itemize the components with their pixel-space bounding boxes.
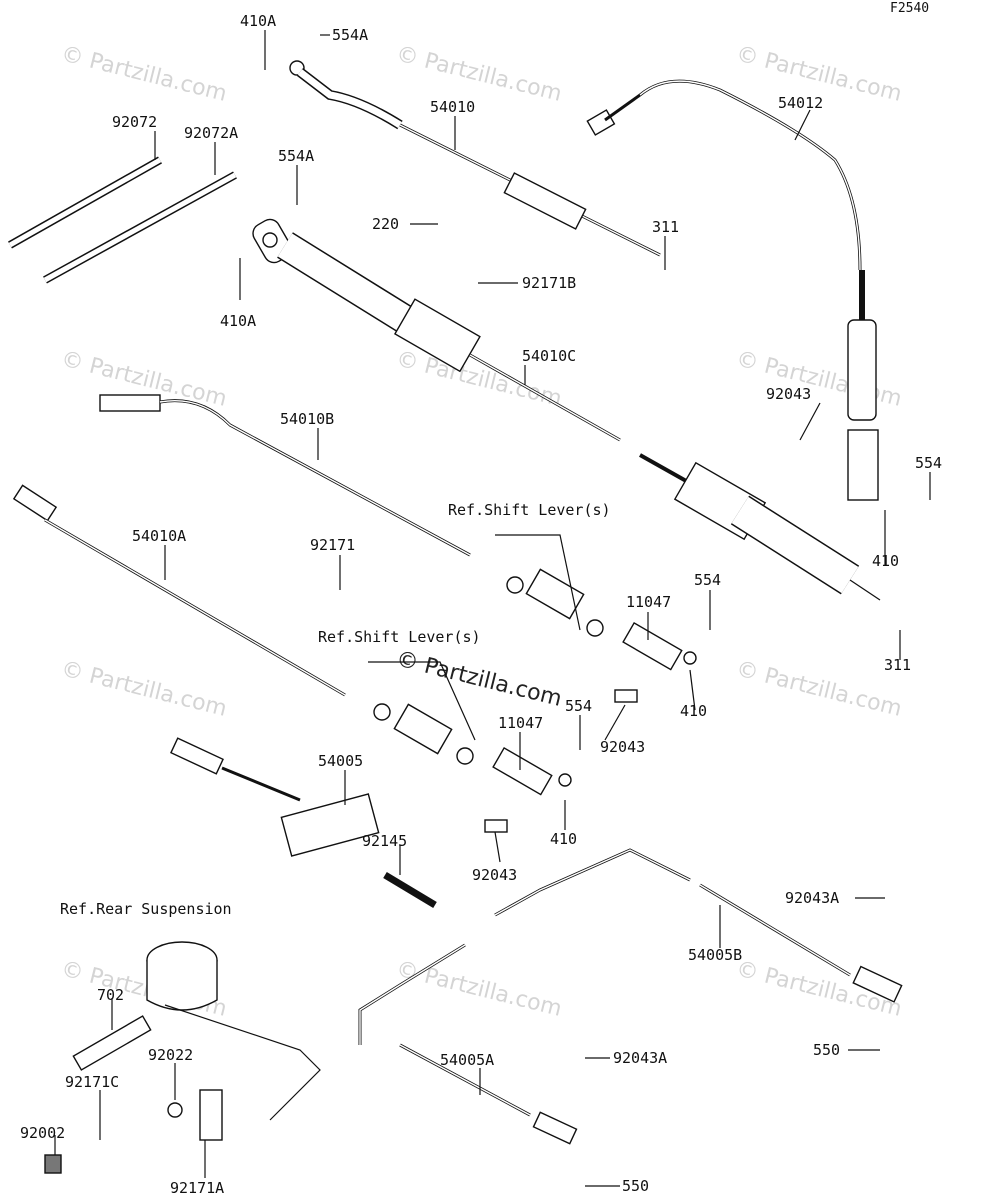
part-label-92171C: 92171C <box>65 1073 119 1091</box>
part-label-554A: 554A <box>332 26 368 44</box>
watermark: © Partzilla.com <box>734 347 905 412</box>
cable-54005A <box>358 943 578 1145</box>
watermark: © Partzilla.com <box>59 42 230 107</box>
shift-lever-mid-parts <box>373 703 572 833</box>
part-label-54005B: 54005B <box>688 946 742 964</box>
leader-lines <box>54 30 931 1187</box>
part-label-702: 702 <box>97 986 124 1004</box>
part-label-554: 554 <box>915 454 942 472</box>
part-label-92171: 92171 <box>310 536 355 554</box>
part-label-311: 311 <box>652 218 679 236</box>
ref-shift-lever-top: Ref.Shift Lever(s) <box>448 501 611 519</box>
part-label-554: 554 <box>565 697 592 715</box>
cable-54010B <box>99 394 471 557</box>
part-label-554A: 554A <box>278 147 314 165</box>
part-label-92072A: 92072A <box>184 124 238 142</box>
cable-54010A <box>12 484 346 697</box>
part-label-410: 410 <box>872 552 899 570</box>
part-label-54010A: 54010A <box>132 527 186 545</box>
part-label-54005: 54005 <box>318 752 363 770</box>
part-label-54012: 54012 <box>778 94 823 112</box>
part-label-410A: 410A <box>240 12 276 30</box>
diagram-code: F2540 <box>890 1 929 16</box>
part-label-92002: 92002 <box>20 1124 65 1142</box>
part-label-92043: 92043 <box>472 866 517 884</box>
part-label-92072: 92072 <box>112 113 157 131</box>
watermark: © Partzilla.com <box>394 957 565 1022</box>
part-label-410: 410 <box>550 830 577 848</box>
part-label-92043: 92043 <box>600 738 645 756</box>
part-label-11047: 11047 <box>498 714 543 732</box>
part-label-92043A: 92043A <box>785 889 839 907</box>
part-label-92022: 92022 <box>148 1046 193 1064</box>
part-label-54005A: 54005A <box>440 1051 494 1069</box>
cable-54010C <box>252 218 881 601</box>
block-54005 <box>170 737 437 909</box>
part-labels: 410A 554A 54010 92072 92072A 554A 220 31… <box>20 12 942 1197</box>
part-label-410: 410 <box>680 702 707 720</box>
part-label-554: 554 <box>694 571 721 589</box>
part-label-92043A: 92043A <box>613 1049 667 1067</box>
part-label-11047: 11047 <box>626 593 671 611</box>
part-label-54010: 54010 <box>430 98 475 116</box>
ref-rear-suspension: Ref.Rear Suspension <box>60 900 232 918</box>
shift-lever-top-parts <box>506 568 697 703</box>
cable-54010 <box>289 60 661 257</box>
part-label-92171B: 92171B <box>522 274 576 292</box>
ref-shift-lever-mid: Ref.Shift Lever(s) <box>318 628 481 646</box>
watermark: © Partzilla.com <box>734 657 905 722</box>
part-label-311: 311 <box>884 656 911 674</box>
part-label-92171A: 92171A <box>170 1179 224 1197</box>
part-label-92145: 92145 <box>362 832 407 850</box>
part-label-410A: 410A <box>220 312 256 330</box>
part-label-92043: 92043 <box>766 385 811 403</box>
center-watermark: © Partzilla.com <box>394 647 565 712</box>
part-label-550: 550 <box>813 1041 840 1059</box>
part-label-220: 220 <box>372 215 399 233</box>
rear-suspension <box>44 941 321 1174</box>
cable-54012 <box>586 79 879 501</box>
cable-54005B <box>494 848 903 1003</box>
part-label-54010B: 54010B <box>280 410 334 428</box>
cable-ties <box>8 156 237 284</box>
watermark: © Partzilla.com <box>59 657 230 722</box>
part-label-54010C: 54010C <box>522 347 576 365</box>
watermark: © Partzilla.com <box>394 42 565 107</box>
part-label-550: 550 <box>622 1177 649 1195</box>
